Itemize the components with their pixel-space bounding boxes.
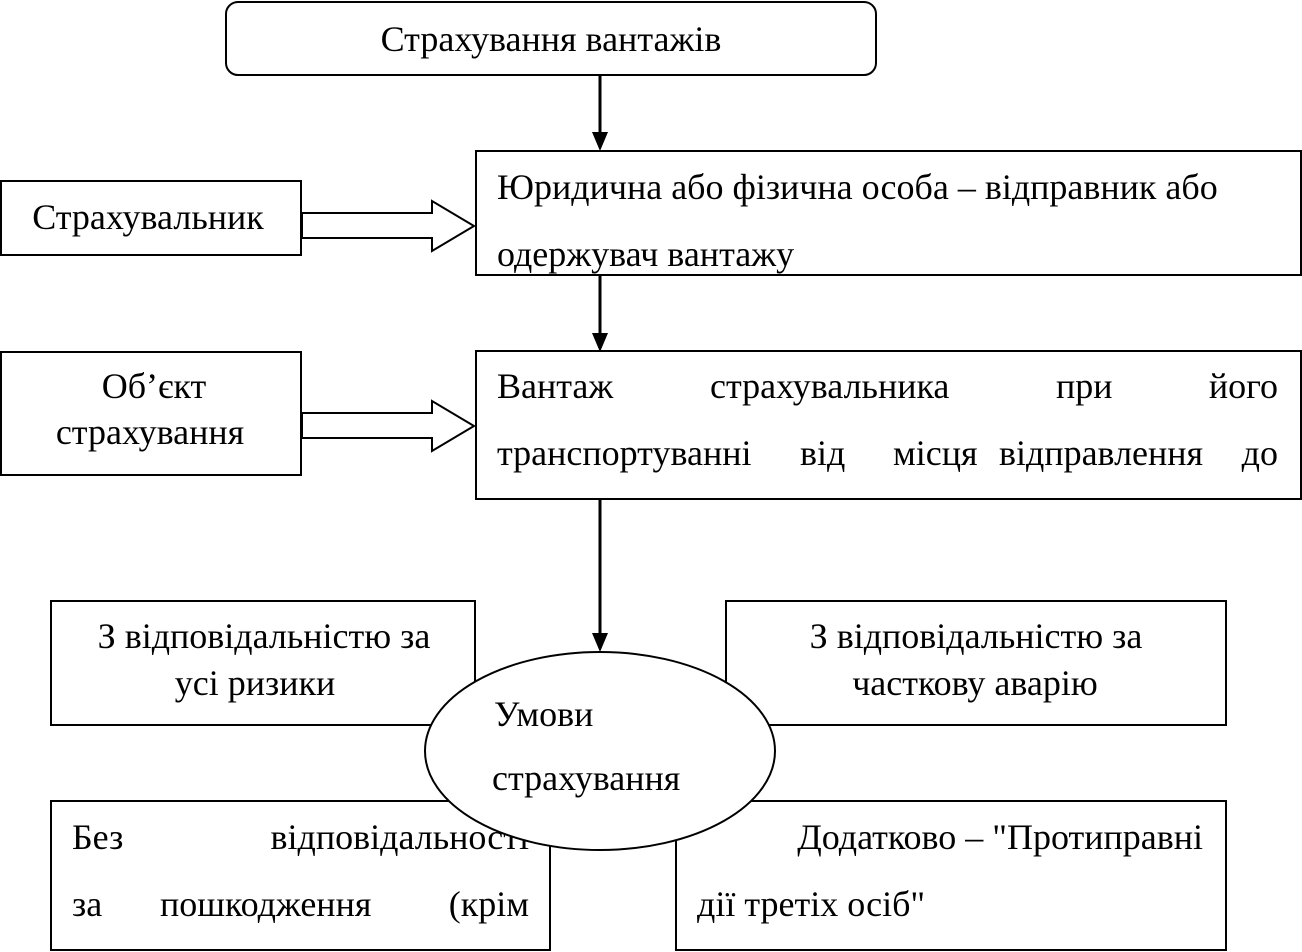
node-option-all-risks-box <box>50 600 476 726</box>
option-no-damage-word: за <box>72 884 102 924</box>
node-insurer-label: Страхувальник <box>32 197 264 237</box>
node-conditions-ellipse <box>424 651 776 851</box>
hollow-arrow-insurer-icon <box>301 199 476 253</box>
node-object-label-line-1: Об’єкт <box>102 366 207 406</box>
node-object-label-line-2: страхування <box>56 412 244 452</box>
option-no-damage-word: (крім <box>449 884 529 924</box>
node-cargo-insurance-box <box>225 1 877 76</box>
option-all-risks-line-2: усі ризики <box>175 663 336 703</box>
node-conditions-label-line-2: страхування <box>492 758 680 798</box>
object-description-word: транспортуванні <box>497 433 751 473</box>
node-cargo-insurance: Страхування вантажів <box>225 1 877 76</box>
arrow-head-icon <box>592 633 608 652</box>
node-cargo-insurance-label: Страхування вантажів <box>381 19 722 59</box>
object-description-word: Вантаж <box>497 366 614 406</box>
object-description-word: від <box>800 433 845 473</box>
object-description-word: відправлення <box>999 433 1203 473</box>
arrow-top-to-insurer <box>592 75 608 151</box>
option-partial-average-line-1: З відповідальністю за <box>810 616 1143 656</box>
node-option-partial-average-box <box>725 600 1227 726</box>
node-insurer: Страхувальник <box>0 180 302 256</box>
object-description-word: страхувальника <box>710 366 949 406</box>
option-third-party-line-2: дії третіх осіб" <box>697 884 925 924</box>
object-description-word: до <box>1242 433 1278 473</box>
node-object: Об’єкт страхування <box>0 351 302 476</box>
insurer-description-line-2: одержувач вантажу <box>497 234 794 274</box>
node-insurer-description: Юридична або фізична особа – відправник … <box>475 150 1302 276</box>
node-option-no-damage-box <box>50 800 551 951</box>
arrow-head-icon <box>592 333 608 352</box>
object-description-word: місця <box>893 433 978 473</box>
node-option-third-party: Додатково – "Протиправні дії третіх осіб… <box>675 800 1227 951</box>
node-option-no-damage: Без відповідальності за пошкодження (крі… <box>50 800 551 951</box>
option-no-damage-word: пошкодження <box>160 884 371 924</box>
node-insurer-box <box>0 180 302 256</box>
option-all-risks-line-1: З відповідальністю за <box>98 616 431 656</box>
arrow-insurer-to-object <box>592 275 608 352</box>
node-conditions-label-line-1: Умови <box>494 694 593 734</box>
option-partial-average-line-2: часткову аварію <box>852 663 1098 703</box>
node-object-description-box <box>475 350 1302 500</box>
node-option-all-risks: З відповідальністю за усі ризики <box>50 600 476 726</box>
node-conditions: Умови страхування <box>424 651 776 851</box>
hollow-arrow-object-icon <box>301 399 476 453</box>
object-description-word: його <box>1209 366 1278 406</box>
arrow-head-icon <box>592 132 608 151</box>
node-option-third-party-box <box>675 800 1227 951</box>
node-object-description: Вантаж страхувальника при його транспорт… <box>475 350 1302 500</box>
node-object-box <box>0 351 302 476</box>
insurer-description-line-1: Юридична або фізична особа – відправник … <box>497 167 1218 207</box>
node-option-partial-average: З відповідальністю за часткову аварію <box>725 600 1227 726</box>
arrow-object-to-conditions <box>592 499 608 652</box>
object-description-word: при <box>1056 366 1113 406</box>
option-third-party-line-1: Додатково – "Протиправні <box>797 817 1203 857</box>
option-no-damage-word: Без <box>72 817 123 857</box>
node-insurer-description-box <box>475 150 1302 276</box>
